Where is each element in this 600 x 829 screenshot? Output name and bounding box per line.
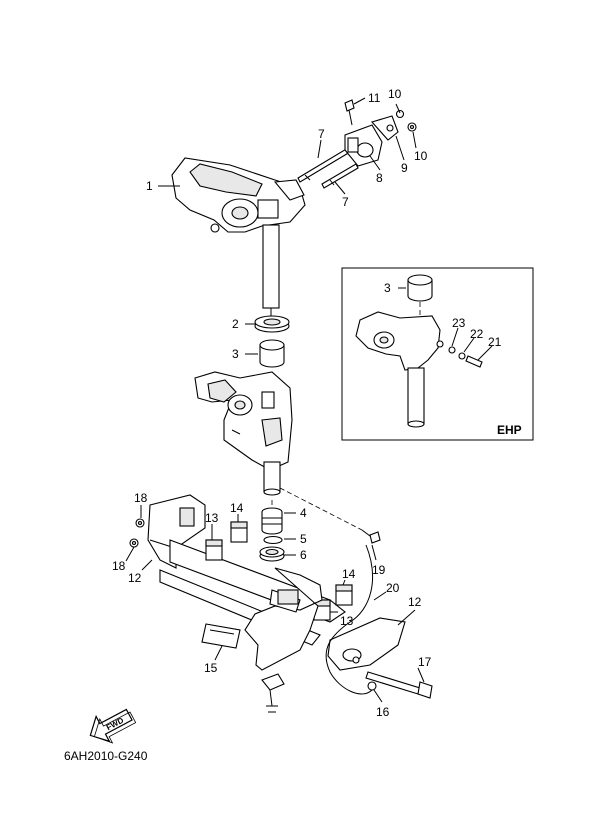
callout-11: 11 (368, 91, 381, 105)
callout-3-inset: 3 (384, 281, 391, 295)
callout-1: 1 (146, 179, 153, 193)
callout-21: 21 (488, 335, 502, 349)
clamp-bracket-right (327, 617, 406, 671)
callout-18-bottom: 18 (112, 559, 126, 573)
callout-10-right: 10 (414, 149, 428, 163)
seal-part (259, 546, 285, 562)
clamp-bolts (129, 518, 145, 548)
clamp-block-parts (344, 115, 399, 167)
ground-cable (325, 544, 373, 695)
anode-plate-part (201, 623, 241, 649)
callout-6: 6 (300, 548, 307, 562)
grease-fitting-part (361, 529, 381, 544)
callout-12-right: 12 (408, 595, 422, 609)
bushing-part-4 (261, 507, 283, 535)
callout-labels: 1 2 3 4 5 6 7 7 8 9 10 10 11 12 12 13 13… (64, 87, 522, 763)
callout-16: 16 (376, 705, 390, 719)
small-fasteners (344, 99, 417, 132)
callout-9: 9 (401, 161, 408, 175)
callout-19: 19 (372, 563, 386, 577)
callout-3-main: 3 (232, 347, 239, 361)
lower-mount-assembly (244, 567, 323, 713)
callout-14-right: 14 (342, 567, 356, 581)
callout-5: 5 (300, 532, 307, 546)
bushing-part (259, 339, 285, 368)
callout-13-left: 13 (205, 511, 219, 525)
leader-lines (125, 97, 425, 703)
lower-shaft (263, 461, 281, 508)
callout-15: 15 (204, 661, 218, 675)
callout-7-bottom: 7 (342, 195, 349, 209)
clamp-bracket-left (147, 494, 206, 569)
callout-20: 20 (386, 581, 400, 595)
washer-part (254, 315, 290, 333)
inset-tag-ehp: EHP (497, 423, 522, 437)
callout-8: 8 (376, 171, 383, 185)
callout-22: 22 (470, 327, 484, 341)
diagram-code: 6AH2010-G240 (64, 749, 148, 763)
callout-23: 23 (452, 316, 466, 330)
callout-10-top: 10 (388, 87, 402, 101)
callout-14-left: 14 (230, 501, 244, 515)
o-ring-part (263, 535, 283, 545)
tilt-rod-parts (297, 147, 359, 189)
callout-12-left: 12 (128, 571, 142, 585)
fwd-arrow: FWD (89, 708, 137, 744)
steering-shaft (262, 224, 280, 318)
callout-2: 2 (232, 317, 239, 331)
callout-18-top: 18 (134, 491, 148, 505)
rubber-mount-blocks (205, 521, 353, 621)
callout-17: 17 (418, 655, 432, 669)
steering-bracket-part (171, 157, 306, 233)
callout-4: 4 (300, 506, 307, 520)
callout-7-top: 7 (318, 127, 325, 141)
through-bolt-part (365, 671, 433, 699)
ehp-inset (341, 267, 534, 441)
swivel-bracket-part (194, 371, 293, 471)
callout-13-right: 13 (340, 614, 354, 628)
